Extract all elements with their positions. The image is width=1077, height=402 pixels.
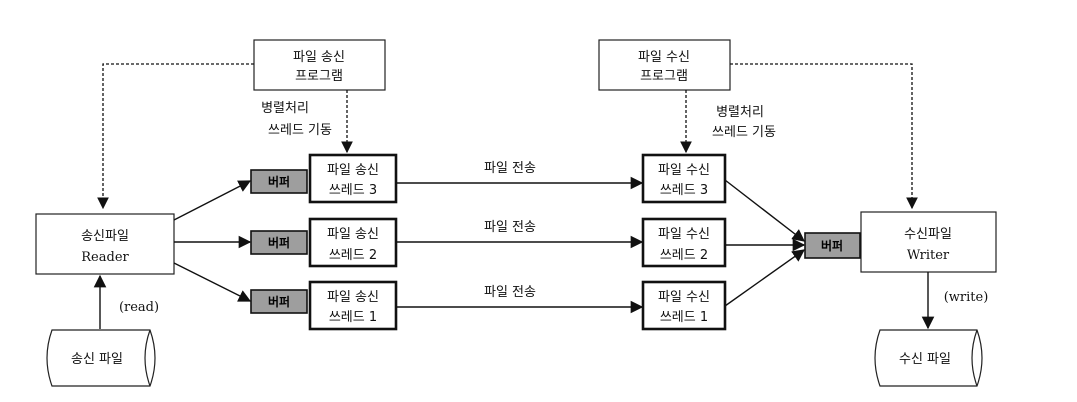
send-thread-3-label-1: 파일 송신 — [327, 163, 379, 178]
sender-program-label-2: 프로그램 — [295, 69, 343, 84]
reader-to-buffer-1-arrow — [173, 262, 252, 302]
sender-program-box: 파일 송신 프로그램 — [253, 39, 386, 91]
recv-thread-2: 파일 수신 쓰레드 2 — [641, 217, 727, 268]
send-buffer-2-label: 버퍼 — [268, 235, 290, 250]
transfer-label-1: 파일 전송 — [484, 285, 536, 300]
send-thread-1-label-1: 파일 송신 — [327, 290, 379, 305]
reader-to-buffer-3-arrow — [173, 180, 252, 221]
recv-thread-1-label-1: 파일 수신 — [658, 290, 710, 305]
dest-file-storage: 수신 파일 — [874, 329, 983, 387]
writer-box: 수신파일 Writer — [860, 211, 997, 273]
read-label: (read) — [119, 300, 159, 315]
send-thread-2-label-1: 파일 송신 — [327, 227, 379, 242]
sender-program-label-1: 파일 송신 — [293, 50, 345, 65]
recv-thread-3-to-buffer-arrow — [724, 179, 805, 242]
transfer-label-3: 파일 전송 — [484, 161, 536, 176]
send-buffer-1-label: 버퍼 — [268, 294, 290, 309]
sender-thread-start-label-1: 병렬처리 — [261, 101, 309, 116]
writer-label-1: 수신파일 — [904, 227, 952, 242]
recv-thread-2-label-1: 파일 수신 — [658, 227, 710, 242]
send-thread-1: 버퍼 파일 송신 쓰레드 1 — [250, 280, 398, 331]
receiver-program-label-1: 파일 수신 — [638, 50, 690, 65]
reader-label-1: 송신파일 — [81, 229, 129, 244]
reader-label-2: Reader — [81, 250, 129, 265]
sender-program-to-reader-dashed-arrow — [97, 63, 254, 210]
receiver-thread-start-label-1: 병렬처리 — [716, 105, 764, 120]
recv-buffer-label: 버퍼 — [821, 238, 843, 253]
reader-box: 송신파일 Reader — [35, 213, 175, 275]
recv-thread-2-label-2: 쓰레드 2 — [660, 248, 708, 263]
recv-buffer: 버퍼 — [804, 232, 861, 259]
send-buffer-3-label: 버퍼 — [268, 174, 290, 189]
receiver-program-to-writer-dashed-arrow — [730, 63, 918, 210]
recv-thread-3: 파일 수신 쓰레드 3 — [641, 153, 727, 204]
recv-thread-1-label-2: 쓰레드 1 — [660, 310, 708, 325]
send-thread-3: 버퍼 파일 송신 쓰레드 3 — [250, 153, 398, 204]
recv-thread-1: 파일 수신 쓰레드 1 — [641, 280, 727, 331]
recv-thread-3-label-1: 파일 수신 — [658, 163, 710, 178]
transfer-label-2: 파일 전송 — [484, 220, 536, 235]
send-thread-1-label-2: 쓰레드 1 — [329, 310, 377, 325]
recv-thread-1-to-buffer-arrow — [724, 249, 806, 307]
send-thread-2-label-2: 쓰레드 2 — [329, 248, 377, 263]
receiver-program-label-2: 프로그램 — [640, 69, 688, 84]
sender-thread-start-label-2: 쓰레드 기동 — [268, 123, 332, 138]
dest-file-label: 수신 파일 — [899, 352, 951, 367]
send-thread-2: 버퍼 파일 송신 쓰레드 2 — [250, 217, 398, 268]
recv-thread-3-label-2: 쓰레드 3 — [660, 183, 708, 198]
write-label: (write) — [944, 290, 989, 305]
source-file-label: 송신 파일 — [71, 352, 123, 367]
source-file-storage: 송신 파일 — [46, 329, 156, 387]
receiver-program-box: 파일 수신 프로그램 — [598, 39, 731, 91]
send-thread-3-label-2: 쓰레드 3 — [329, 183, 377, 198]
receiver-thread-start-label-2: 쓰레드 기동 — [712, 125, 776, 140]
writer-label-2: Writer — [907, 248, 950, 263]
